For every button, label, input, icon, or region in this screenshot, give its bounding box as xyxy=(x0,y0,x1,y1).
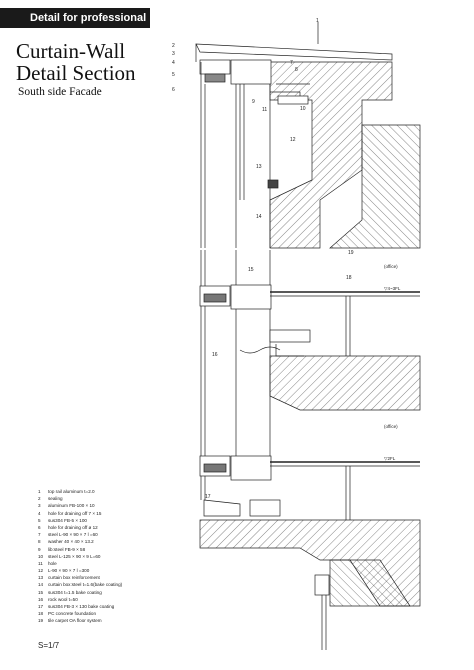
callouts: 1 2 3 4 5 6 7 8 9 10 11 12 13 14 15 16 1… xyxy=(172,18,354,500)
title-line-2: Detail Section xyxy=(16,61,136,85)
callout-15: 15 xyxy=(248,267,254,273)
callout-19: 19 xyxy=(348,250,354,256)
mid-slab-concrete xyxy=(269,355,421,411)
callout-13: 13 xyxy=(256,164,262,170)
page-title: Curtain-Wall Detail Section xyxy=(16,40,136,84)
title-line-1: Curtain-Wall xyxy=(16,39,126,63)
callout-2: 2 xyxy=(172,43,175,49)
parapet-concrete xyxy=(269,61,393,249)
callout-6: 6 xyxy=(172,87,175,93)
lower-floor-section xyxy=(199,410,421,650)
callout-12: 12 xyxy=(290,137,296,143)
callout-11: 11 xyxy=(262,107,267,113)
room-label-upper: (office) xyxy=(384,264,398,269)
middle-floor-section xyxy=(199,250,421,411)
level-mark-upper: ▽4~3FL xyxy=(384,286,401,291)
callout-10: 10 xyxy=(300,106,306,112)
mullion-box-low xyxy=(230,455,272,481)
page-subtitle: South side Facade xyxy=(18,86,102,98)
callout-17: 17 xyxy=(205,494,211,500)
detail-tag: Detail for professional xyxy=(0,8,150,28)
callout-3: 3 xyxy=(172,51,175,57)
top-rail-cap xyxy=(195,43,393,61)
callout-7: 7 xyxy=(290,60,293,66)
scale-label: S=1/7 xyxy=(38,641,60,650)
callout-14: 14 xyxy=(256,214,262,220)
foundation-lower-concrete xyxy=(329,559,411,607)
callout-16: 16 xyxy=(212,352,218,358)
upper-wall-concrete xyxy=(329,124,421,249)
callout-4: 4 xyxy=(172,60,175,66)
room-labels: (office) ▽4~3FL (office) ▽2FL xyxy=(384,264,401,461)
callout-1: 1 xyxy=(316,18,319,24)
mullion-box-mid xyxy=(230,284,272,310)
room-label-lower: (office) xyxy=(384,424,398,429)
parapet-section xyxy=(195,22,421,249)
callout-9: 9 xyxy=(252,99,255,105)
mullion-box-top xyxy=(230,59,272,85)
callout-18: 18 xyxy=(346,275,352,281)
level-mark-lower: ▽2FL xyxy=(384,456,396,461)
callout-5: 5 xyxy=(172,72,175,78)
callout-8: 8 xyxy=(295,67,298,73)
